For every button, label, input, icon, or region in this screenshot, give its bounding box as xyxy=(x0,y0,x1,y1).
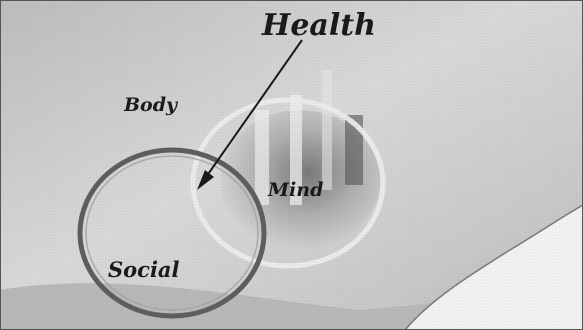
label-body: Body xyxy=(123,94,179,116)
label-social: Social xyxy=(108,257,180,282)
label-health: Health xyxy=(261,8,376,43)
label-mind: Mind xyxy=(267,179,323,201)
